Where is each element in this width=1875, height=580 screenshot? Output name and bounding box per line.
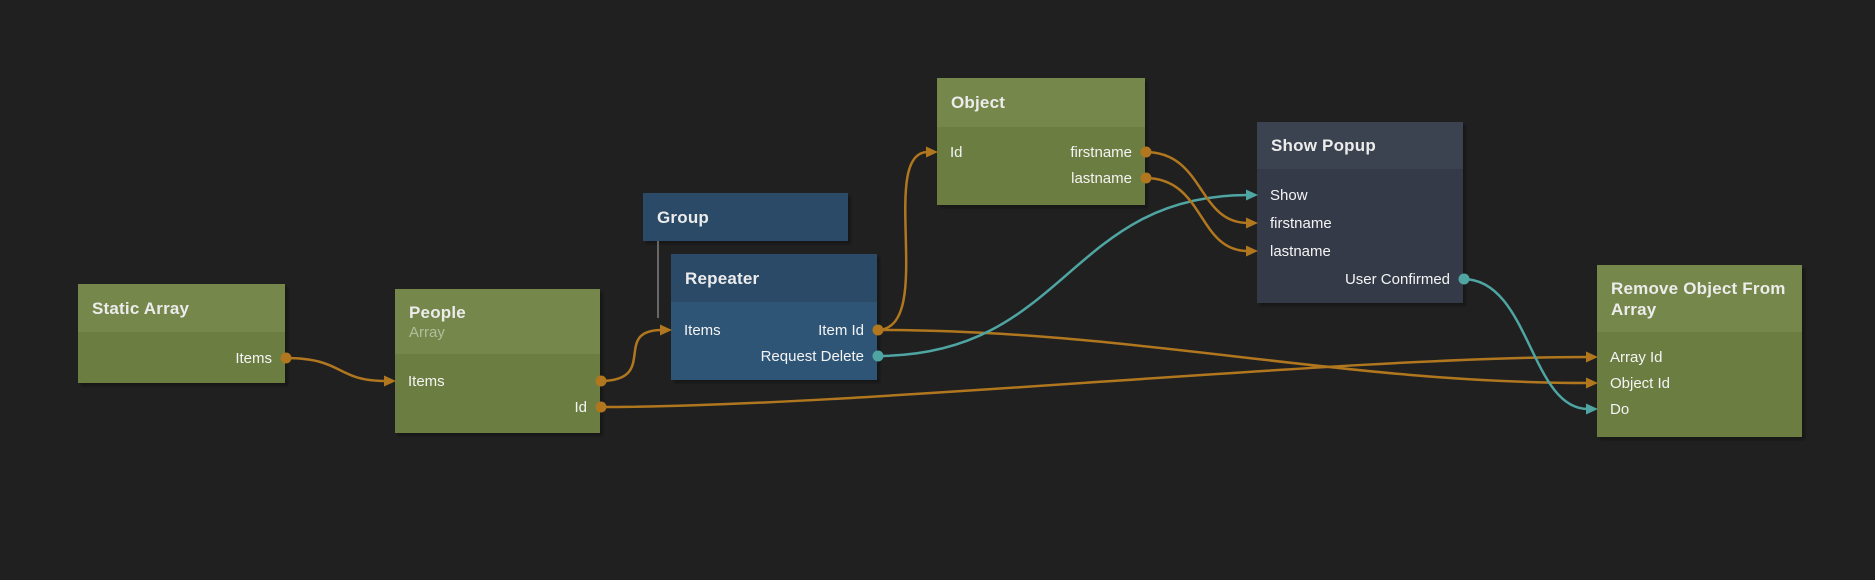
input-port-arrow[interactable] [1586, 403, 1598, 415]
node-body: Items Item Id Request Delete [671, 302, 877, 380]
input-port-arrow[interactable] [384, 375, 396, 387]
port-row: Object Id [1597, 370, 1802, 396]
input-port-label: Id [950, 143, 963, 161]
port-row: Do [1597, 396, 1802, 422]
input-port-arrow[interactable] [660, 324, 672, 336]
node-header[interactable]: Group [643, 193, 848, 241]
node-body: Items [78, 332, 285, 383]
output-port-dot[interactable] [595, 401, 607, 413]
output-port-dot[interactable] [1140, 172, 1152, 184]
port-row: User Confirmed [1257, 265, 1463, 293]
node-title: Repeater [685, 268, 760, 288]
input-port-label: Array Id [1610, 348, 1663, 366]
input-port-label: Object Id [1610, 374, 1671, 392]
output-port-label: Items [235, 349, 272, 367]
wire-repeater-to-show-popup[interactable] [876, 193, 1249, 358]
output-port-label: firstname [1070, 143, 1132, 161]
port-row: firstname [1257, 209, 1463, 237]
input-port-arrow[interactable] [1246, 217, 1258, 229]
output-port-dot[interactable] [872, 324, 884, 336]
port-row: Request Delete [671, 343, 877, 369]
port-row: Id firstname [937, 139, 1145, 165]
port-row: lastname [937, 165, 1145, 191]
wire-object-to-show-popup[interactable] [1144, 176, 1249, 253]
input-port-arrow[interactable] [1246, 189, 1258, 201]
input-port-label: firstname [1270, 214, 1332, 232]
input-port-label: lastname [1270, 242, 1331, 260]
node-group[interactable]: Group [643, 193, 848, 241]
output-port-label: User Confirmed [1344, 270, 1450, 288]
port-row: lastname [1257, 237, 1463, 265]
node-header[interactable]: Static Array [78, 284, 285, 332]
wire-repeater-to-object[interactable] [876, 150, 929, 332]
wire-show-popup-to-remove-object-from-array[interactable] [1462, 277, 1589, 411]
node-header[interactable]: Object [937, 78, 1145, 127]
node-title: Show Popup [1271, 136, 1376, 155]
node-header[interactable]: Show Popup [1257, 122, 1463, 169]
port-row: Array Id [1597, 344, 1802, 370]
input-port-label: Show [1270, 186, 1308, 204]
port-row: Show [1257, 181, 1463, 209]
wire-object-to-show-popup[interactable] [1144, 150, 1249, 225]
port-row: Items [78, 345, 285, 371]
node-subtitle: Array [409, 323, 445, 341]
input-port-label: Do [1610, 400, 1630, 418]
node-header[interactable]: Repeater [671, 254, 877, 302]
output-port-dot[interactable] [1140, 146, 1152, 158]
input-port-label: Items [408, 372, 445, 390]
output-port-label: lastname [1071, 169, 1132, 187]
input-port-arrow[interactable] [1246, 245, 1258, 257]
input-port-arrow[interactable] [926, 146, 938, 158]
node-title: Remove Object From Array [1611, 278, 1786, 319]
output-port-dot[interactable] [872, 350, 884, 362]
port-row: Items Item Id [671, 317, 877, 343]
node-body: Array Id Object Id Do [1597, 332, 1802, 437]
node-header[interactable]: Remove Object From Array [1597, 265, 1802, 332]
node-title: People [409, 302, 466, 322]
output-port-dot[interactable] [595, 375, 607, 387]
node-body: Id firstname lastname [937, 127, 1145, 205]
wire-repeater-to-remove-object-from-array[interactable] [876, 328, 1589, 385]
output-port-dot[interactable] [1458, 273, 1470, 285]
node-title: Static Array [92, 298, 190, 318]
output-port-label: Item Id [818, 321, 864, 339]
node-title: Group [657, 207, 709, 227]
wire-static-array-to-people[interactable] [284, 356, 387, 383]
node-title: Object [951, 93, 1006, 112]
wire-people-to-repeater[interactable] [599, 328, 663, 383]
port-row: Items [395, 368, 600, 394]
input-port-arrow[interactable] [1586, 377, 1598, 389]
port-row: Id [395, 394, 600, 420]
input-port-label: Items [684, 321, 721, 339]
wire-people-to-remove-object-from-array[interactable] [599, 355, 1589, 409]
input-port-arrow[interactable] [1586, 351, 1598, 363]
output-port-dot[interactable] [280, 352, 292, 364]
output-port-label: Request Delete [760, 347, 864, 365]
output-port-label: Id [574, 398, 587, 416]
